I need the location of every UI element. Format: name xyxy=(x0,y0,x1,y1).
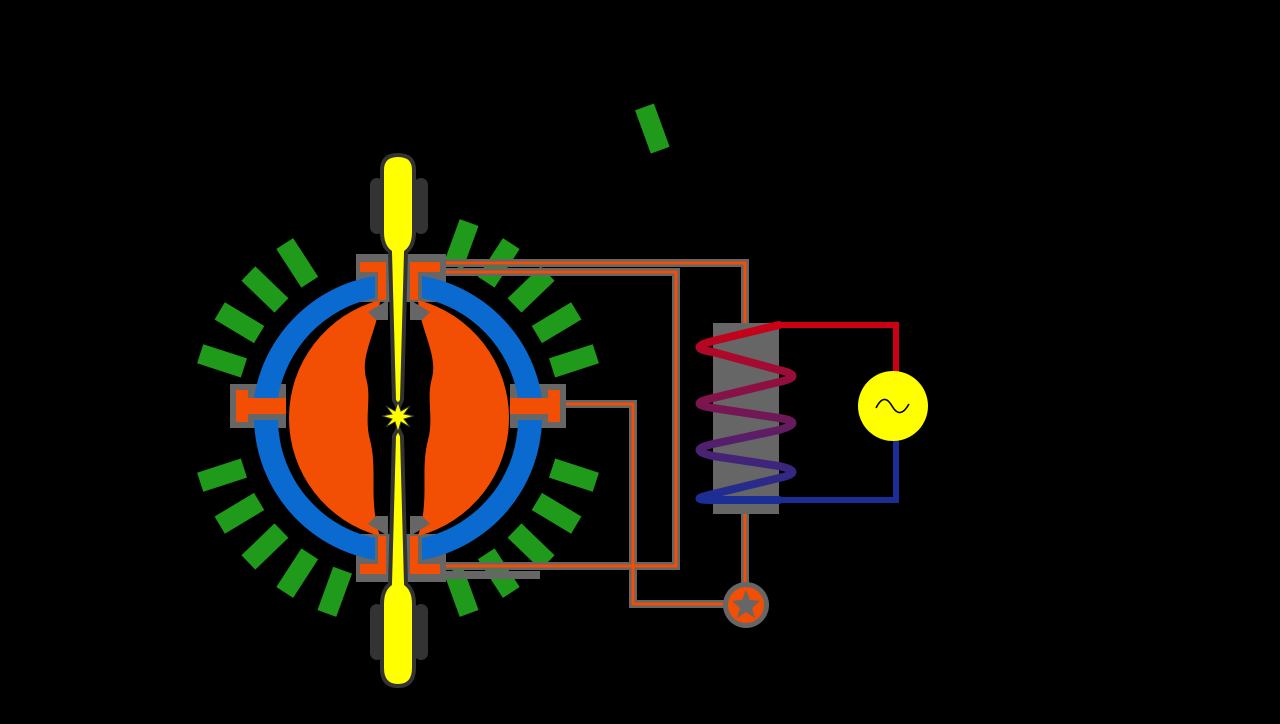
cooling-fin xyxy=(241,523,289,570)
jacket-upper-right xyxy=(422,276,542,398)
cooling-fin xyxy=(214,492,265,534)
cooling-fin xyxy=(548,344,599,378)
coil-turn xyxy=(695,348,797,412)
cooling-fin xyxy=(317,566,352,617)
pipe-mid xyxy=(562,400,724,608)
cooling-fin xyxy=(214,302,265,344)
seal-bottom-left xyxy=(368,516,388,536)
cooling-fin xyxy=(548,458,599,492)
cooling-fin xyxy=(197,458,248,492)
pipe-top-outer-core xyxy=(430,261,747,325)
electrode-bottom xyxy=(380,423,416,689)
pipe-mid-core xyxy=(562,402,724,606)
port-left-fitting xyxy=(236,390,286,422)
electrodes xyxy=(380,152,416,689)
jacket-upper-left xyxy=(254,276,375,398)
seal-top-right xyxy=(410,300,430,320)
cooling-fin xyxy=(276,548,319,598)
coil-lead-top xyxy=(779,322,899,372)
cooling-fin xyxy=(531,302,582,344)
cooling-fin xyxy=(241,266,289,313)
coil-lead-bottom xyxy=(779,440,899,503)
electrode-top xyxy=(380,152,416,413)
flange-bottom-left xyxy=(360,536,386,574)
chamber-fluid xyxy=(236,262,560,574)
fluid-left xyxy=(288,300,380,536)
jacket-lower-left xyxy=(254,420,375,560)
cooling-fin xyxy=(531,492,582,534)
flange-bottom-right xyxy=(410,536,440,574)
seal-bottom-right xyxy=(410,516,430,536)
coolant-piping xyxy=(430,259,749,608)
electrode-seals xyxy=(368,300,430,536)
port-right-fitting xyxy=(510,390,560,422)
cooling-fin xyxy=(444,219,479,270)
flange-top-right xyxy=(410,262,440,300)
spark-icon xyxy=(381,400,415,434)
holder-bottom-right xyxy=(414,604,428,660)
pipe-top-inner-core xyxy=(430,270,678,568)
jacket-lower-right xyxy=(422,420,542,560)
cooling-jacket xyxy=(254,276,542,560)
cooling-fin xyxy=(276,238,319,288)
ac-source-icon xyxy=(858,371,928,441)
cooling-fin xyxy=(444,566,479,617)
coil-turn xyxy=(695,452,797,504)
coil-turn xyxy=(695,404,797,460)
cooling-fin xyxy=(507,523,555,570)
pump-icon xyxy=(723,582,769,628)
seal-top-left xyxy=(368,300,388,320)
holder-top-right xyxy=(414,178,428,234)
fluid-right xyxy=(418,300,510,536)
flange-top-left xyxy=(360,262,386,300)
cooling-fin xyxy=(197,344,248,378)
cooling-fin xyxy=(635,103,670,154)
cooling-fin xyxy=(507,266,555,313)
coil-turn xyxy=(695,321,783,356)
